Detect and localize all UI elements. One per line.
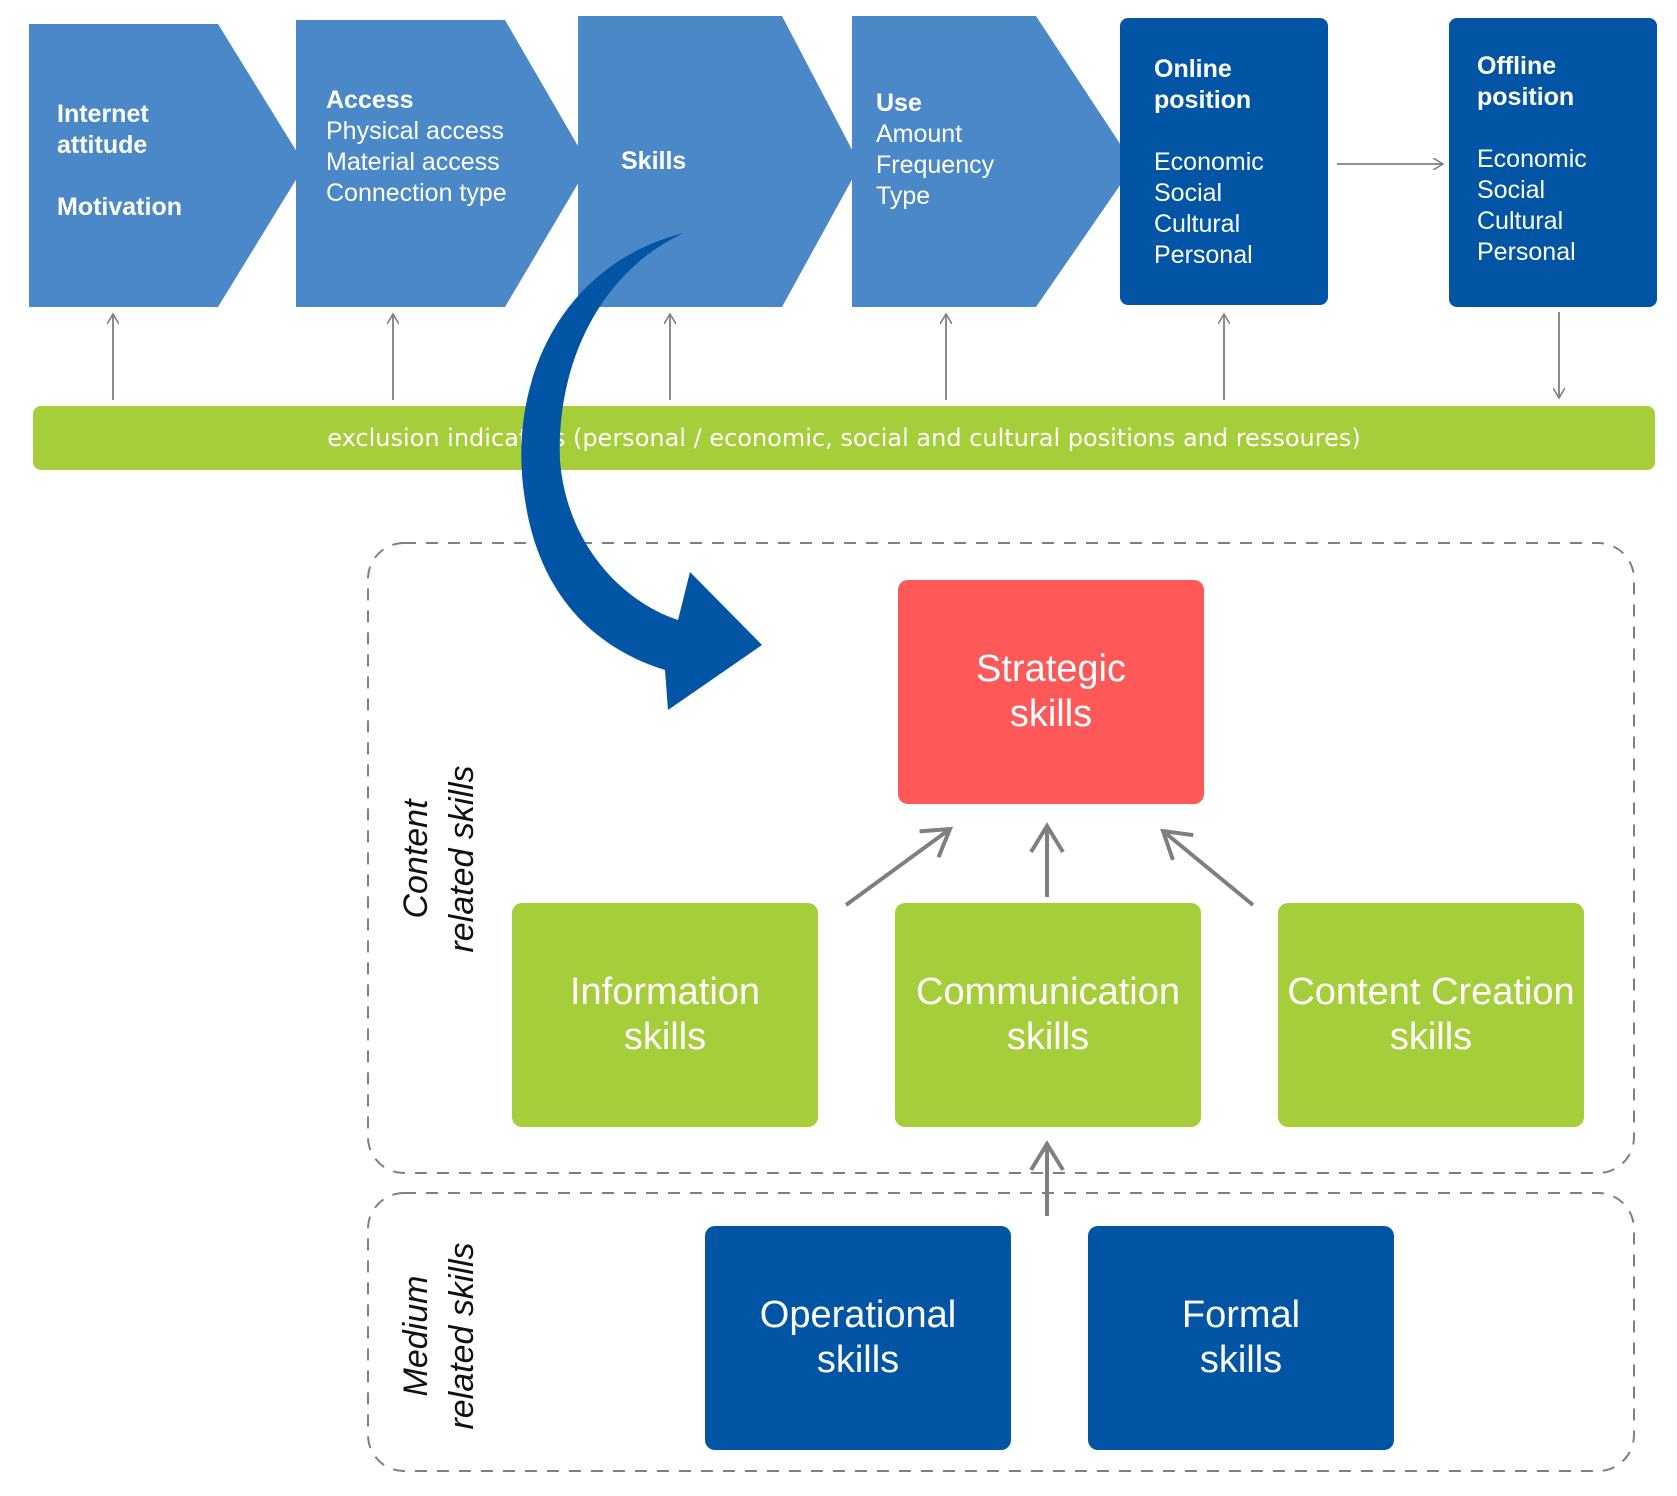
- stage-offline-item: Personal: [1477, 238, 1576, 266]
- stage-access-item: Physical access: [326, 117, 504, 145]
- information-to-strategic-arrow: [844, 826, 954, 907]
- operational-skills-label: Operational: [759, 1294, 957, 1336]
- stage-attitude-heading-1: Internet: [57, 100, 149, 128]
- communication-skills-label: Communication: [916, 971, 1180, 1013]
- stage-use: Use Amount Frequency Type: [876, 88, 994, 212]
- formal-skills-box: Formal skills: [1088, 1226, 1394, 1450]
- stage-online-item: Personal: [1154, 241, 1253, 269]
- stage-offline-item: Cultural: [1477, 207, 1564, 235]
- stage-shape-attitude: [29, 24, 305, 307]
- medium-group-border: [367, 1192, 1635, 1472]
- information-skills-box: Information skills: [512, 903, 818, 1127]
- stage-offline-heading-1: Offline: [1477, 52, 1557, 80]
- curved-arrow-shape: [521, 233, 762, 710]
- stage-use-item: Type: [876, 182, 931, 210]
- stage-shape-online: [1120, 18, 1328, 305]
- operational-skills-label: skills: [816, 1339, 900, 1381]
- formal-skills-label: skills: [1199, 1339, 1283, 1381]
- communication-skills-label: skills: [1006, 1016, 1090, 1058]
- stage-offline: Offline position Economic Social Cultura…: [1477, 51, 1587, 268]
- stage-access-item: Connection type: [326, 179, 507, 207]
- stage-access: Access Physical access Material access C…: [326, 85, 507, 209]
- formal-skills-label: Formal: [1181, 1294, 1301, 1336]
- stage-use-item: Frequency: [876, 151, 995, 179]
- exclusion-indicators-bar: [33, 406, 1655, 470]
- content-creation-skills-label: Content Creation: [1287, 971, 1575, 1013]
- content-creation-skills-box: Content Creation skills: [1278, 903, 1584, 1127]
- stage-use-item: Amount: [876, 120, 963, 148]
- stage-online-item: Cultural: [1154, 210, 1241, 238]
- stage-shape-access: [296, 20, 589, 307]
- stage-skills: Skills: [621, 146, 686, 177]
- stage-attitude: Internet attitude Motivation: [57, 99, 182, 223]
- content-creation-skills-label: skills: [1389, 1016, 1473, 1058]
- information-skills-label: Information: [569, 971, 761, 1013]
- stage-access-item: Material access: [326, 148, 500, 176]
- stage-online: Online position Economic Social Cultural…: [1154, 54, 1264, 271]
- stage-online-heading-2: position: [1154, 86, 1252, 114]
- stage-offline-item: Economic: [1477, 145, 1587, 173]
- stage-access-heading: Access: [326, 86, 414, 114]
- stage-skills-heading: Skills: [621, 147, 687, 175]
- communication-skills-box: Communication skills: [895, 903, 1201, 1127]
- stage-shape-offline: [1449, 18, 1657, 307]
- stage-offline-heading-2: position: [1477, 83, 1575, 111]
- stage-use-heading: Use: [876, 89, 922, 117]
- strategic-skills-label: skills: [1009, 693, 1093, 735]
- stage-offline-item: Social: [1477, 176, 1546, 204]
- content-creation-to-strategic-arrow: [1160, 828, 1255, 907]
- information-skills-label: skills: [623, 1016, 707, 1058]
- stage-shape-skills: [578, 16, 860, 307]
- stage-attitude-motivation: Motivation: [57, 193, 182, 221]
- operational-skills-box: Operational skills: [705, 1226, 1011, 1450]
- stage-attitude-heading-2: attitude: [57, 131, 148, 159]
- exclusion-indicators-label: exclusion indicators (personal / economi…: [327, 424, 1361, 452]
- strategic-skills-label: Strategic: [976, 648, 1126, 690]
- stage-online-item: Social: [1154, 179, 1223, 207]
- stage-online-heading-1: Online: [1154, 55, 1232, 83]
- stage-online-item: Economic: [1154, 148, 1264, 176]
- stage-shape-use: [852, 16, 1134, 307]
- content-group-border: [367, 542, 1635, 1174]
- strategic-skills-box: Strategic skills: [898, 580, 1204, 804]
